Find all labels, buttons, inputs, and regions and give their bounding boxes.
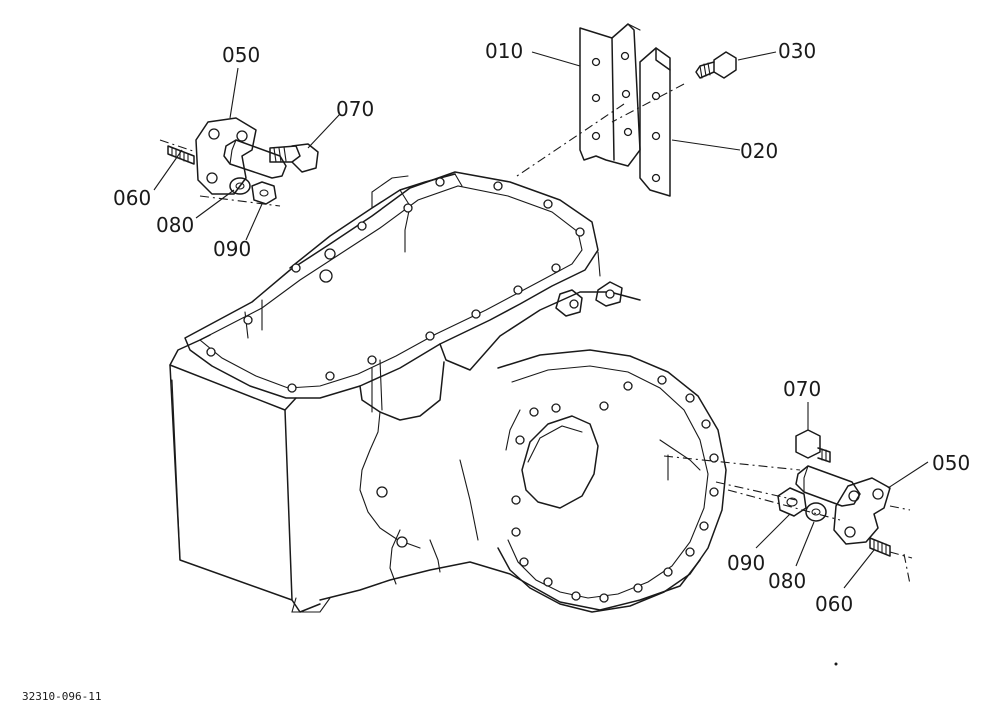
bolt-070-right (795, 429, 831, 463)
stud-bolt-060-right (869, 537, 891, 557)
nut-090-left (251, 181, 277, 205)
callout-070-right: 070 (783, 377, 821, 401)
callout-090-right: 090 (727, 551, 765, 575)
callout-050-right: 050 (932, 451, 970, 475)
washer-080-left (229, 177, 251, 195)
assembly-centerlines (159, 83, 913, 585)
washer-080-right (805, 502, 827, 522)
callout-070-left: 070 (336, 97, 374, 121)
bolt-070-left (269, 143, 319, 173)
transmission-housing (169, 171, 727, 613)
callout-090-left: 090 (213, 237, 251, 261)
bolt-030 (695, 51, 737, 79)
pin-shaft-right (795, 465, 861, 507)
callout-060-right: 060 (815, 592, 853, 616)
angle-plate-020 (639, 47, 671, 197)
callout-020: 020 (740, 139, 778, 163)
mount-flange-050-left (195, 117, 257, 195)
callout-labels: 010 020 030 050 060 070 080 090 050 060 … (113, 39, 970, 616)
callout-050-left: 050 (222, 43, 260, 67)
leader-lines (153, 51, 929, 589)
stud-bolt-060-left (167, 145, 195, 165)
callout-080-right: 080 (768, 569, 806, 593)
mount-flange-050-right (833, 477, 891, 545)
callout-080-left: 080 (156, 213, 194, 237)
nut-090-right (777, 487, 807, 517)
callout-010: 010 (485, 39, 523, 63)
callout-030: 030 (778, 39, 816, 63)
angle-bracket-010 (579, 23, 641, 167)
pin-shaft-left (223, 139, 287, 179)
drawing-code: 32310-096-11 (22, 690, 101, 703)
callout-060-left: 060 (113, 186, 151, 210)
